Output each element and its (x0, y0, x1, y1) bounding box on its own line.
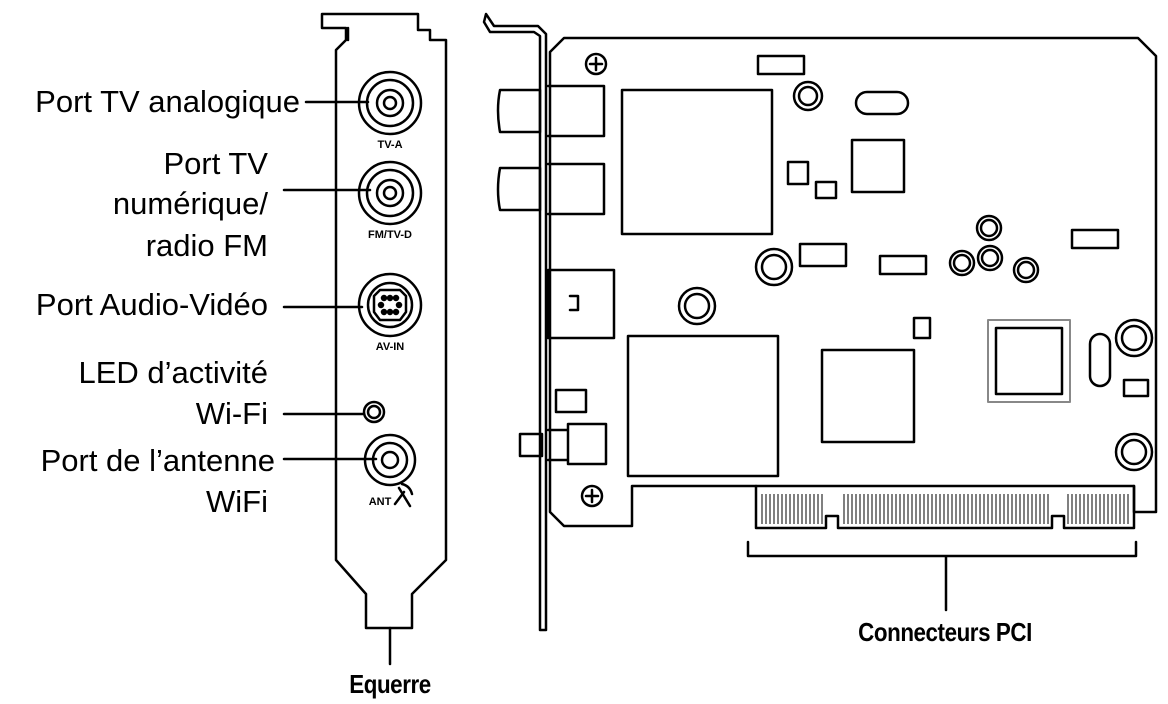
label-av-port: Port Audio-Vidéo (35, 287, 268, 322)
wifi-led (362, 400, 386, 424)
label-analog-tv-port: Port TV analogique (35, 84, 300, 119)
capacitor-9 (1114, 432, 1154, 472)
capacitor-5 (948, 249, 976, 277)
label-wifi-antenna-line2: WiFi (206, 484, 268, 519)
side-connector-top (496, 84, 606, 138)
marking-av-in: AV-IN (376, 341, 405, 353)
capacitor-3 (677, 286, 717, 326)
capacitor-7 (1012, 256, 1040, 284)
comp-c (798, 242, 848, 268)
label-digital-tv-port-line2: numérique/ (112, 186, 268, 221)
marking-tv-a: TV-A (377, 139, 402, 151)
bracket-outline (320, 12, 448, 630)
antenna-icon (393, 482, 414, 508)
side-connector-mid (496, 162, 606, 216)
chip-center (820, 348, 916, 444)
label-bracket: Equerre (349, 669, 431, 699)
capacitor-6 (976, 244, 1004, 272)
marking-fm-tv-d: FM/TV-D (368, 229, 412, 241)
chip-upper-right (850, 138, 906, 194)
label-pci-connectors: Connecteurs PCI (858, 617, 1032, 647)
label-wifi-antenna-line1: Port de l’antenne (40, 443, 275, 478)
comp-top-small (756, 54, 806, 76)
screw-hole-bottom (580, 484, 604, 508)
comp-a (786, 160, 810, 186)
label-wifi-led-line1: LED d’activité (78, 355, 268, 390)
comp-e (1070, 228, 1120, 250)
pci-contact-fingers (761, 494, 1129, 524)
fm-tv-d-port (357, 160, 423, 226)
pcb-outline (548, 36, 1158, 528)
capacitor-1 (792, 80, 824, 112)
comp-f (912, 316, 932, 340)
marking-ant: ANT (369, 496, 392, 508)
capacitor-2 (754, 247, 794, 287)
capacitor-4 (975, 214, 1003, 242)
chip-right-inner (994, 326, 1064, 396)
label-digital-tv-port-line3: radio FM (145, 228, 268, 263)
screw-hole-top (584, 52, 608, 76)
side-antenna-connector (518, 422, 608, 466)
pci-edge-connector (754, 484, 1136, 530)
side-av-connector (546, 268, 616, 340)
side-bracket (482, 12, 548, 632)
comp-d (878, 254, 928, 276)
chip-main-bottom (626, 334, 780, 478)
oval-crystal-right (1088, 332, 1112, 388)
chip-right-outer (987, 319, 1071, 403)
chip-tuner-top (620, 88, 774, 236)
label-digital-tv-port-line1: Port TV (163, 146, 268, 181)
pci-callout-bracket (746, 540, 1138, 612)
comp-g (1122, 378, 1150, 398)
label-wifi-led-line2: Wi-Fi (195, 396, 268, 431)
av-in-port (357, 272, 423, 338)
capacitor-8 (1114, 318, 1154, 358)
oval-crystal-top (854, 90, 910, 116)
side-led (554, 388, 588, 414)
comp-b (814, 180, 838, 200)
